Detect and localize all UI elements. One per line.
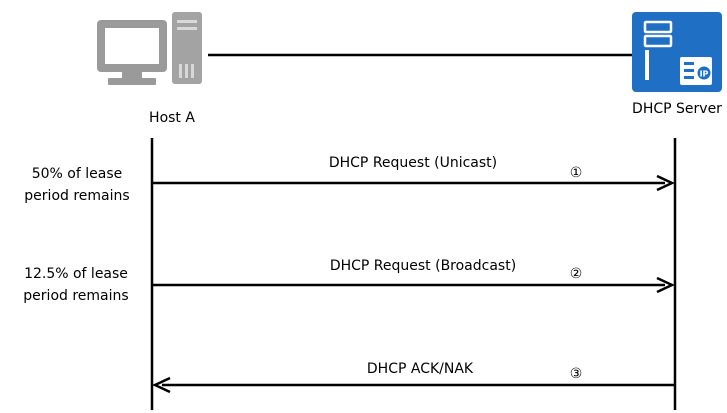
message-2-label: DHCP Request (Broadcast) xyxy=(330,258,516,274)
message-1-step: ① xyxy=(570,165,583,181)
message-1-arrowhead xyxy=(656,174,675,192)
dhcp-server-icon: IP xyxy=(632,12,722,92)
message-2-step: ② xyxy=(570,266,583,282)
condition-2-line2: period remains xyxy=(23,288,128,304)
desktop-computer-icon xyxy=(97,12,202,85)
host-label: Host A xyxy=(149,110,195,126)
server-label: DHCP Server xyxy=(632,101,722,117)
message-2-arrowhead xyxy=(656,276,675,294)
ip-badge: IP xyxy=(700,70,709,79)
message-3-label: DHCP ACK/NAK xyxy=(367,361,474,377)
message-3-step: ③ xyxy=(570,366,583,382)
message-3-arrowhead xyxy=(152,376,171,394)
condition-1-line2: period remains xyxy=(24,188,129,204)
condition-1-line1: 50% of lease xyxy=(32,166,123,182)
message-1-label: DHCP Request (Unicast) xyxy=(329,155,497,171)
condition-2-line1: 12.5% of lease xyxy=(24,266,128,282)
